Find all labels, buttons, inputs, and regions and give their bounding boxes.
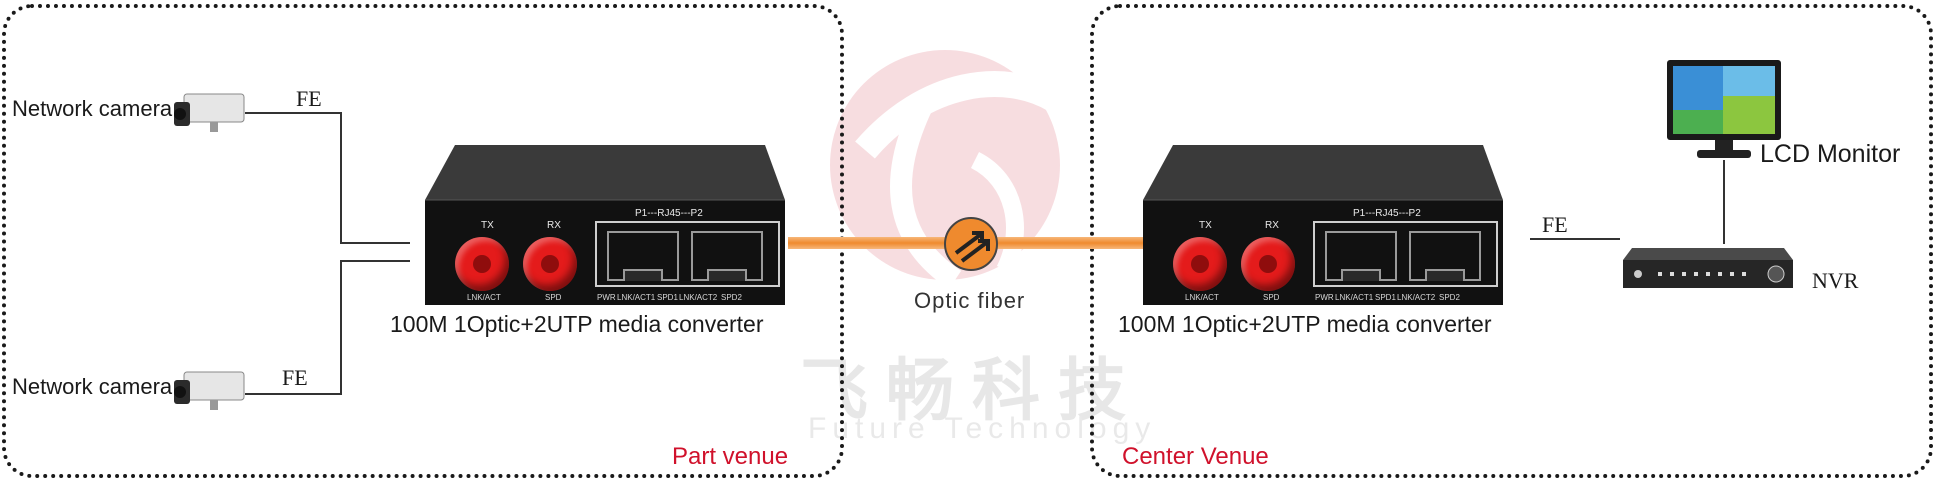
fiber-label: Optic fiber — [914, 288, 1026, 313]
nvr-fe-label: FE — [1542, 212, 1568, 237]
watermark-cn: 飞畅科技 — [800, 352, 1145, 431]
right-led-lnkact: LNK/ACT — [1185, 293, 1219, 302]
left-led-lnkact: LNK/ACT — [467, 293, 501, 302]
right-rj45-frame — [1313, 221, 1498, 287]
left-led-lnkact2: LNK/ACT2 — [679, 293, 718, 302]
right-rx-label: RX — [1265, 220, 1279, 231]
right-rj45-port-2 — [1409, 231, 1481, 281]
right-led-spd: SPD — [1263, 293, 1280, 302]
camera-2-link-to-converter — [340, 260, 410, 262]
part-venue-label: Part venue — [672, 443, 789, 470]
monitor-link-line — [1723, 160, 1725, 244]
watermark-logo — [830, 50, 1062, 290]
camera-2-link-line — [245, 393, 342, 395]
camera-2-fe-label: FE — [282, 365, 308, 390]
nvr-link-line — [1530, 238, 1620, 240]
left-led-spd2: SPD2 — [721, 293, 742, 302]
right-converter-caption: 100M 1Optic+2UTP media converter — [1118, 311, 1492, 337]
left-tx-port — [455, 237, 509, 291]
right-led-spd1: SPD1 — [1375, 293, 1396, 302]
right-led-spd2: SPD2 — [1439, 293, 1460, 302]
left-rj45-frame — [595, 221, 780, 287]
camera-2-label: Network camera — [12, 374, 173, 399]
camera-1-icon — [174, 93, 245, 132]
right-rj45-port-1 — [1325, 231, 1397, 281]
right-led-pwr: PWR — [1315, 293, 1334, 302]
nvr-icon — [1623, 248, 1793, 288]
left-led-lnkact1: LNK/ACT1 — [617, 293, 656, 302]
left-rj45-title: P1---RJ45---P2 — [635, 208, 703, 219]
lcd-monitor-label: LCD Monitor — [1760, 140, 1901, 168]
right-led-lnkact1: LNK/ACT1 — [1335, 293, 1374, 302]
right-converter: TX RX LNK/ACT SPD P1---RJ45---P2 PWR LNK… — [1143, 145, 1503, 305]
left-led-spd1: SPD1 — [657, 293, 678, 302]
left-rx-label: RX — [547, 220, 561, 231]
fiber-arrows-icon — [944, 217, 998, 271]
camera-1-link-to-converter — [340, 242, 410, 244]
right-tx-port — [1173, 237, 1227, 291]
camera-1-link-line — [245, 112, 342, 114]
right-tx-label: TX — [1199, 220, 1212, 231]
center-venue-label: Center Venue — [1122, 443, 1269, 470]
right-rj45-title: P1---RJ45---P2 — [1353, 208, 1421, 219]
camera-1-fe-label: FE — [296, 86, 322, 111]
left-led-spd: SPD — [545, 293, 562, 302]
left-led-pwr: PWR — [597, 293, 616, 302]
nvr-label: NVR — [1812, 268, 1859, 293]
left-rj45-port-1 — [607, 231, 679, 281]
right-rx-port — [1241, 237, 1295, 291]
camera-2-link-vertical — [340, 260, 342, 395]
left-rx-port — [523, 237, 577, 291]
right-led-lnkact2: LNK/ACT2 — [1397, 293, 1436, 302]
camera-1-link-vertical — [340, 112, 342, 244]
lcd-monitor-icon — [1667, 60, 1781, 158]
camera-1-label: Network camera — [12, 96, 173, 121]
left-rj45-port-2 — [691, 231, 763, 281]
camera-2-icon — [174, 371, 245, 410]
left-tx-label: TX — [481, 220, 494, 231]
left-converter: TX RX LNK/ACT SPD P1---RJ45---P2 PWR LNK… — [425, 145, 785, 305]
left-converter-caption: 100M 1Optic+2UTP media converter — [390, 311, 764, 337]
